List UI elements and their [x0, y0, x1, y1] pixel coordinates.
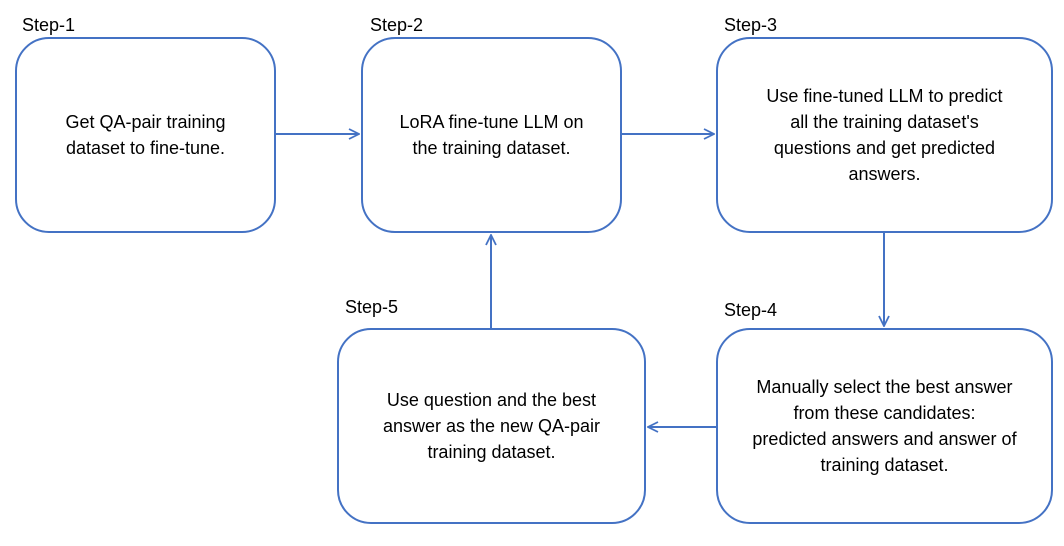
step-1-box: Get QA-pair training dataset to fine-tun…: [15, 37, 276, 233]
step-1-text: Get QA-pair training dataset to fine-tun…: [65, 112, 226, 158]
step-5-box: Use question and the best answer as the …: [337, 328, 646, 524]
step-3-box: Use fine-tuned LLM to predict all the tr…: [716, 37, 1053, 233]
step-2-box: LoRA fine-tune LLM on the training datas…: [361, 37, 622, 233]
step-3-text: Use fine-tuned LLM to predict all the tr…: [766, 86, 1003, 184]
step-4-label: Step-4: [724, 300, 778, 320]
step-5-label: Step-5: [345, 297, 399, 317]
step-2-text: LoRA fine-tune LLM on the training datas…: [399, 112, 584, 158]
step-5-text: Use question and the best answer as the …: [382, 390, 601, 462]
step-2-label: Step-2: [370, 15, 424, 35]
step-1-label: Step-1: [22, 15, 76, 35]
step-4-box: Manually select the best answer from the…: [716, 328, 1053, 524]
step-3-label: Step-3: [724, 15, 778, 35]
step-4-text: Manually select the best answer from the…: [752, 377, 1017, 475]
